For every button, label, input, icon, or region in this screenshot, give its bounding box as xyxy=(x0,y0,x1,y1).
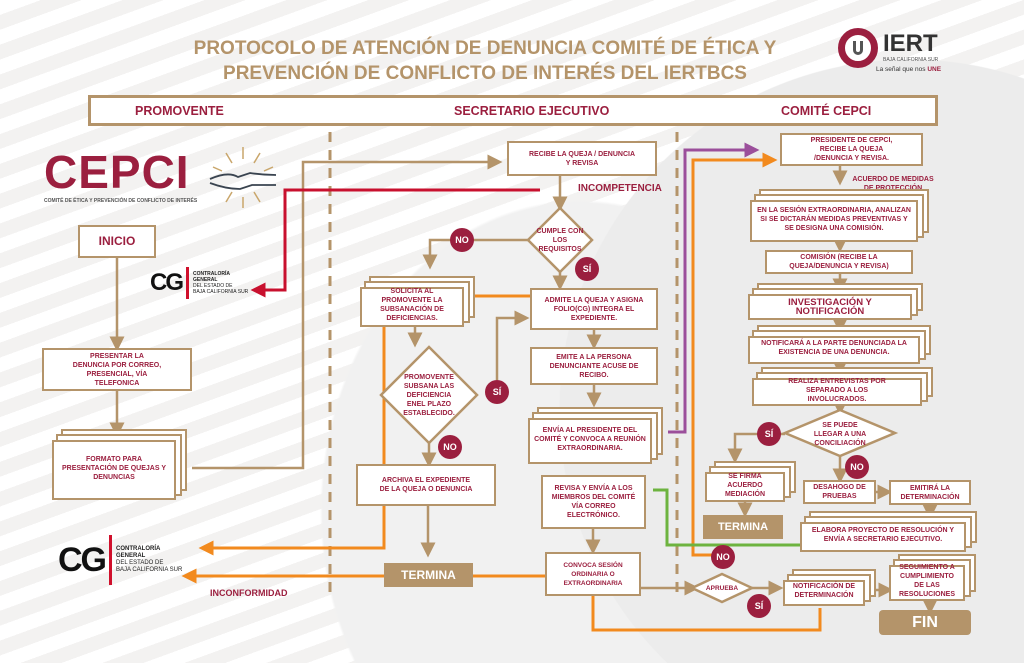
fin-node: FIN xyxy=(879,610,971,635)
inconformidad-label: INCONFORMIDAD xyxy=(210,588,288,598)
solicita-document: SOLICITA AL PROMOVENTE LA SUBSANACIÓN DE… xyxy=(360,287,464,327)
decision-conciliacion xyxy=(781,408,899,458)
cg-text: BAJA CALIFORNIA SUR xyxy=(116,567,183,573)
cg-text: CONTRALORÍA xyxy=(116,546,161,552)
cg-mark: CG xyxy=(150,269,184,296)
incompetencia-label: INCOMPETENCIA xyxy=(578,183,662,194)
iert-emblem-icon xyxy=(838,28,878,68)
slogan-text: La señal que nos xyxy=(876,66,928,73)
admite-queja-node: ADMITE LA QUEJA Y ASIGNA FOLIO(CG) INTEG… xyxy=(530,288,658,330)
inicio-node: INICIO xyxy=(78,225,156,258)
cg-text: BAJA CALIFORNIA SUR xyxy=(193,289,249,295)
notificara-document: NOTIFICARÁ A LA PARTE DENUNCIADA LA EXIS… xyxy=(748,336,920,364)
no-badge: NO xyxy=(438,435,462,459)
title-line: PREVENCIÓN DE CONFLICTO DE INTERÉS DEL I… xyxy=(223,63,747,84)
notificacion-determinacion-document: NOTIFICACIÓN DE DETERMINACIÓN xyxy=(783,580,865,606)
incompetencia-arrow xyxy=(250,188,540,298)
yes-badge: SÍ xyxy=(757,422,781,446)
presentar-denuncia-node: PRESENTAR LA DENUNCIA POR CORREO, PRESEN… xyxy=(42,348,192,391)
convoca-sesion-node: CONVOCA SESIÓN ORDINARIA O EXTRAORDINARI… xyxy=(545,552,641,596)
termina-node: TERMINA xyxy=(384,563,473,587)
lane-dividers xyxy=(328,132,679,600)
cg-text: CONTRALORÍA xyxy=(193,271,230,277)
cepci-subtitle: COMITÉ DE ÉTICA Y PREVENCIÓN DE CONFLICT… xyxy=(44,198,198,204)
comision-node: COMISIÓN (RECIBE LA QUEJA/DENUNCIA Y REV… xyxy=(765,250,913,274)
aprueba-text: APRUEBA xyxy=(705,584,739,592)
mediacion-document: SE FIRMA ACUERDO MEDIACIÓN xyxy=(705,472,785,502)
decision-aprueba xyxy=(689,572,755,604)
archiva-node: ARCHIVA EL EXPEDIENTE DE LA QUEJA O DENU… xyxy=(356,464,496,506)
lane-secretario: SECRETARIO EJECUTIVO xyxy=(454,104,610,118)
revisa-envia-node: REVISA Y ENVÍA A LOS MIEMBROS DEL COMITÉ… xyxy=(541,475,646,529)
elabora-proyecto-document: ELABORA PROYECTO DE RESOLUCIÓN Y ENVÍA A… xyxy=(800,522,966,552)
green-connector xyxy=(653,488,800,547)
iert-logo: IERT BAJA CALIFORNIA SUR La señal que no… xyxy=(838,28,958,78)
decision-cumple xyxy=(526,206,594,274)
desahogo-pruebas-node: DESAHOGO DE PRUEBAS xyxy=(803,480,876,504)
no-badge: NO xyxy=(711,545,735,569)
iert-slogan: La señal que nos UNE xyxy=(876,66,941,73)
cepci-name: CEPCI xyxy=(44,146,190,198)
yes-badge: SÍ xyxy=(485,380,509,404)
iert-name: IERT xyxy=(883,30,938,57)
decision-subsana xyxy=(379,345,479,445)
no-badge: NO xyxy=(845,455,869,479)
recibe-queja-node: RECIBE LA QUEJA / DENUNCIA Y REVISA xyxy=(507,141,657,176)
subsana-text: PROMOVENTE SUBSANA LAS DEFICIENCIA ENEL … xyxy=(403,373,455,417)
cumple-text: CUMPLE CON LOS REQUISITOS xyxy=(536,227,584,253)
sesion-extraordinaria-document: EN LA SESIÓN EXTRAORDINARIA, ANALIZAN SI… xyxy=(750,200,918,242)
entrevistas-document: REALIZA ENTREVISTAS POR SEPARADO A LOS I… xyxy=(752,378,922,406)
cg-text: DEL ESTADO DE xyxy=(116,560,164,566)
yes-badge: SÍ xyxy=(747,594,771,618)
lane-promovente: PROMOVENTE xyxy=(135,104,224,118)
conciliacion-text: SE PUEDE LLEGAR A UNA CONCILIACIÓN xyxy=(813,421,867,447)
cg-mark: CG xyxy=(58,540,107,579)
formato-document: FORMATO PARA PRESENTACIÓN DE QUEJAS Y DE… xyxy=(52,440,176,500)
page-title: PROTOCOLO DE ATENCIÓN DE DENUNCIA COMITÉ… xyxy=(180,36,790,86)
envia-presidente-document: ENVÍA AL PRESIDENTE DEL COMITÉ Y CONVOCA… xyxy=(528,418,652,464)
cg-text: GENERAL xyxy=(116,553,146,559)
purple-arrow xyxy=(668,142,760,434)
cg-text: GENERAL xyxy=(193,277,218,283)
cepci-logo: CEPCI COMITÉ DE ÉTICA Y PREVENCIÓN DE CO… xyxy=(44,148,197,204)
flow-arrows xyxy=(109,154,938,615)
cg-text: DEL ESTADO DE xyxy=(193,283,233,289)
investigacion-document: INVESTIGACIÓN Y NOTIFICACIÓN xyxy=(748,294,912,320)
termina-comite-node: TERMINA xyxy=(703,515,783,539)
seguimiento-document: SEGUIMIENTO A CUMPLIMIENTO DE LAS RESOLU… xyxy=(889,564,965,601)
title-line: PROTOCOLO DE ATENCIÓN DE DENUNCIA COMITÉ… xyxy=(193,38,777,59)
handshake-icon xyxy=(208,145,278,210)
iert-sub: BAJA CALIFORNIA SUR xyxy=(883,57,939,63)
lane-header: PROMOVENTE SECRETARIO EJECUTIVO COMITÉ C… xyxy=(88,95,938,126)
yes-badge: SÍ xyxy=(575,257,599,281)
slogan-highlight: UNE xyxy=(927,66,942,73)
lane-comite: COMITÉ CEPCI xyxy=(781,104,872,118)
emite-acuse-node: EMITE A LA PERSONA DENUNCIANTE ACUSE DE … xyxy=(530,347,658,385)
emitira-determinacion-node: EMITIRÁ LA DETERMINACIÓN xyxy=(889,480,971,505)
presidente-recibe-node: PRESIDENTE DE CEPCI, RECIBE LA QUEJA /DE… xyxy=(780,133,923,166)
acuerdo-medidas-label: ACUERDO DE MEDIDAS DE PROTECCIÓN xyxy=(852,176,934,192)
no-badge: NO xyxy=(450,228,474,252)
